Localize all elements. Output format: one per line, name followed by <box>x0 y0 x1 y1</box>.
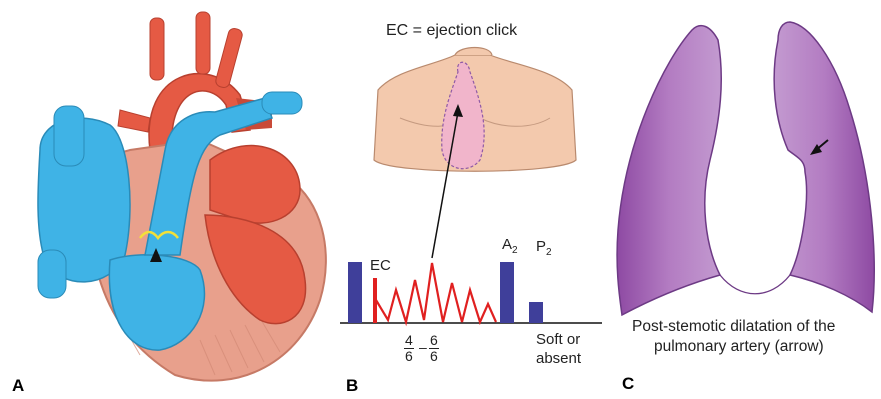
a2-bar <box>500 262 514 323</box>
p2-label: P2 <box>536 238 552 258</box>
fraction-dash: – <box>419 339 427 355</box>
p2-bar <box>529 302 543 323</box>
carotid-left <box>150 18 164 80</box>
p2-note-line1: Soft or <box>536 331 580 348</box>
p2-note-line2: absent <box>536 350 581 367</box>
a2-label: A2 <box>502 236 518 256</box>
ec-label: EC <box>370 257 391 274</box>
panel-a-heart: A <box>0 0 340 399</box>
carotid-right <box>196 12 210 74</box>
panel-label-c: C <box>622 374 634 394</box>
s1-bar <box>348 262 362 323</box>
right-lung-shape <box>617 26 721 315</box>
systolic-murmur <box>376 263 496 322</box>
xray-caption-line2: pulmonary artery (arrow) <box>654 338 824 356</box>
subclavian <box>214 27 243 89</box>
superior-vena-cava <box>54 106 84 166</box>
panel-c-xray: Post-stemotic dilatation of the pulmonar… <box>610 0 881 399</box>
left-lung-shape <box>774 22 874 312</box>
inferior-vena-cava <box>38 250 66 298</box>
xray-caption-line1: Post-stemotic dilatation of the <box>632 318 835 336</box>
heart-illustration <box>0 0 340 399</box>
pulmonary-branch <box>262 92 302 114</box>
left-atrium <box>210 146 300 224</box>
diaphragm-curve <box>720 275 790 294</box>
panel-label-a: A <box>12 376 24 396</box>
panel-label-b: B <box>346 376 358 396</box>
